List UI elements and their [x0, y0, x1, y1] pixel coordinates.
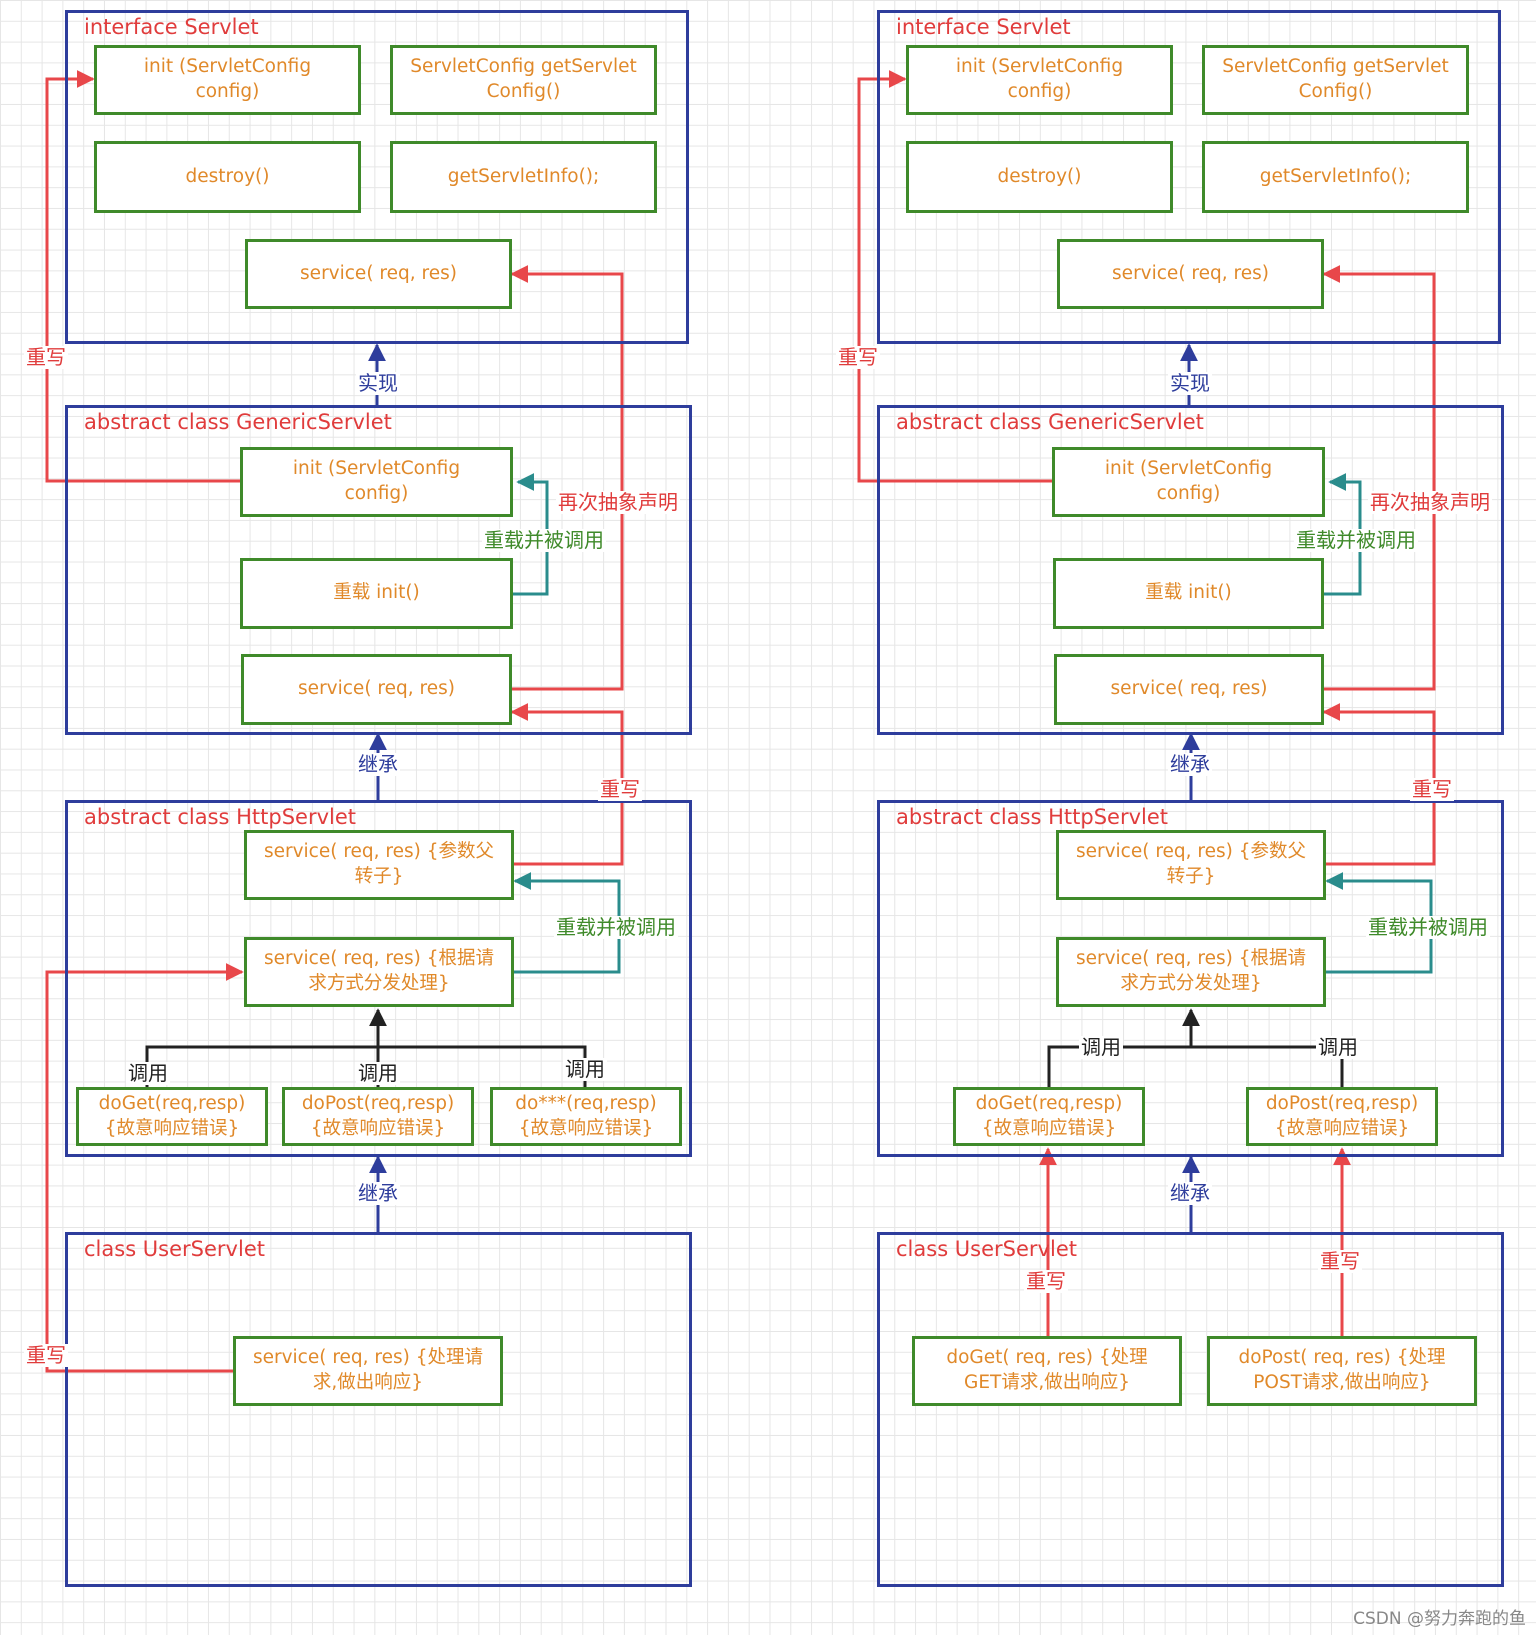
right-generic-service-method: service( req, res) [1054, 654, 1324, 725]
left-generic-service-method: service( req, res) [241, 654, 512, 725]
right-generic-servlet: abstract class GenericServlet [877, 405, 1504, 735]
class-title: abstract class HttpServlet [84, 805, 357, 829]
right-interface-info-method: getServletInfo(); [1202, 141, 1469, 213]
left-implement-label: 实现 [356, 371, 400, 395]
left-http-dopost-method: doPost(req,resp){故意响应错误} [282, 1087, 474, 1146]
left-user-servlet: class UserServlet [65, 1232, 692, 1587]
class-title: interface Servlet [84, 15, 259, 39]
class-title: abstract class HttpServlet [896, 805, 1169, 829]
right-http-servlet: abstract class HttpServlet [877, 800, 1504, 1157]
right-redeclare-service-line [1322, 265, 1436, 691]
class-title: abstract class GenericServlet [896, 410, 1204, 434]
right-http-service-method: service( req, res) {参数父转子} [1056, 830, 1326, 900]
right-interface-service-method: service( req, res) [1057, 239, 1324, 309]
left-generic-servlet: abstract class GenericServlet [65, 405, 692, 735]
class-title: class UserServlet [84, 1237, 265, 1261]
left-http-dispatch-method: service( req, res) {根据请求方式分发处理} [244, 937, 514, 1007]
right-overload-call2-label: 重载并被调用 [1366, 915, 1490, 939]
left-interface-info-method: getServletInfo(); [390, 141, 657, 213]
left-inherit2-label: 继承 [356, 1181, 400, 1205]
right-call1-label: 调用 [1079, 1035, 1123, 1059]
right-override-service-label: 重写 [1410, 777, 1454, 801]
right-inherit2-label: 继承 [1168, 1181, 1212, 1205]
right-override-init-label: 重写 [836, 345, 880, 369]
left-interface-service-method: service( req, res) [245, 239, 512, 309]
left-interface-servlet: interface Servlet [65, 10, 689, 344]
left-override-init-label: 重写 [24, 345, 68, 369]
class-title: interface Servlet [896, 15, 1071, 39]
left-generic-overload-init-method: 重载 init() [240, 558, 513, 629]
left-interface-destroy-method: destroy() [94, 141, 361, 213]
right-http-doget-method: doGet(req,resp){故意响应错误} [953, 1087, 1145, 1146]
right-call2-label: 调用 [1316, 1035, 1360, 1059]
left-override-user-line [45, 963, 244, 1373]
right-inherit1-label: 继承 [1168, 752, 1212, 776]
right-overload-call-label: 重载并被调用 [1294, 528, 1418, 552]
left-redeclare-service-line [509, 265, 624, 691]
left-override-service-label: 重写 [598, 777, 642, 801]
left-inherit1-label: 继承 [356, 752, 400, 776]
right-override-init-line [857, 70, 1054, 483]
left-call1-label: 调用 [126, 1061, 170, 1085]
right-interface-destroy-method: destroy() [906, 141, 1173, 213]
right-implement-label: 实现 [1168, 371, 1212, 395]
right-http-dispatch-method: service( req, res) {根据请求方式分发处理} [1056, 937, 1326, 1007]
right-user-servlet: class UserServlet [877, 1232, 1504, 1587]
left-overload-call-label: 重载并被调用 [482, 528, 606, 552]
right-redeclare-label: 再次抽象声明 [1368, 490, 1492, 514]
left-redeclare-label: 再次抽象声明 [556, 490, 680, 514]
left-http-doget-method: doGet(req,resp){故意响应错误} [76, 1087, 268, 1146]
left-user-service-method: service( req, res) {处理请求,做出响应} [233, 1336, 503, 1406]
left-call2-label: 调用 [356, 1061, 400, 1085]
left-http-doany-method: do***(req,resp){故意响应错误} [490, 1087, 682, 1146]
right-interface-servlet: interface Servlet [877, 10, 1501, 344]
left-override-init-line [45, 70, 240, 483]
right-override-dopost-label: 重写 [1318, 1249, 1362, 1273]
left-override-user-label: 重写 [24, 1343, 68, 1367]
right-generic-overload-init-method: 重载 init() [1053, 558, 1324, 629]
left-http-service-method: service( req, res) {参数父转子} [244, 830, 514, 900]
right-http-dopost-method: doPost(req,resp){故意响应错误} [1246, 1087, 1438, 1146]
watermark: CSDN @努力奔跑的鱼 [1353, 1609, 1526, 1629]
left-call3-label: 调用 [563, 1057, 607, 1081]
right-override-doget-label: 重写 [1024, 1269, 1068, 1293]
class-title: class UserServlet [896, 1237, 1077, 1261]
left-http-servlet: abstract class HttpServlet [65, 800, 692, 1157]
right-call-bus [1047, 1045, 1344, 1087]
class-title: abstract class GenericServlet [84, 410, 392, 434]
left-overload-call2-label: 重载并被调用 [554, 915, 678, 939]
